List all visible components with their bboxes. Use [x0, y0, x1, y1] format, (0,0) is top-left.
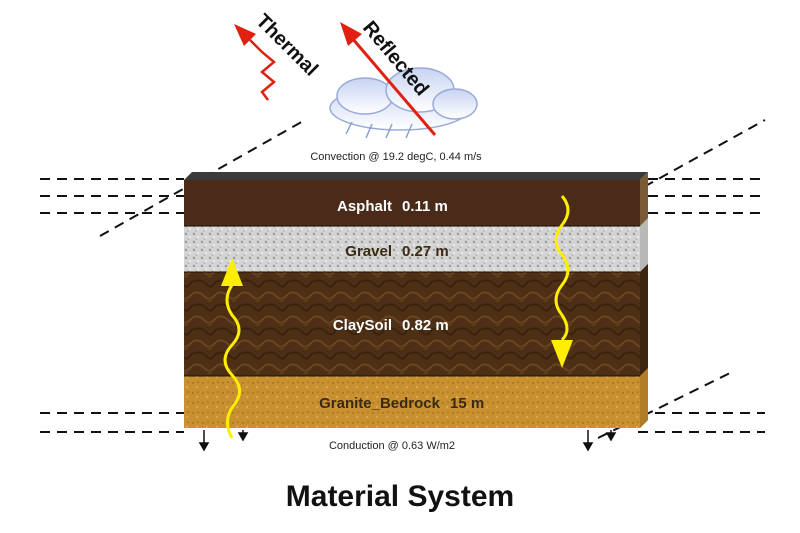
thermal-radiation-arrow	[234, 24, 276, 101]
asphalt-name: Asphalt	[337, 198, 392, 215]
granite-bedrock-name: Granite_Bedrock	[319, 395, 441, 412]
surface-top	[184, 172, 648, 180]
gravel-layer	[184, 226, 640, 272]
gravel-name: Gravel	[345, 243, 392, 260]
conduction-arrows	[198, 430, 617, 452]
downward-heat-path	[551, 195, 573, 368]
granite-bedrock-layer	[184, 376, 640, 428]
reflected-radiation-arrow	[340, 22, 437, 136]
upward-heat-path	[221, 258, 243, 439]
convection-label: Convection @ 19.2 degC, 0.44 m/s	[310, 151, 482, 163]
granite-bedrock-thickness: 15 m	[450, 395, 484, 412]
gravel-thickness: 0.27 m	[402, 243, 449, 260]
asphalt-layer	[184, 180, 640, 226]
thermal-label: Thermal	[251, 10, 322, 81]
asphalt-thickness: 0.11 m	[402, 198, 448, 215]
claysoil-name: ClaySoil	[333, 317, 392, 334]
claysoil-thickness: 0.82 m	[402, 317, 449, 334]
conduction-label: Conduction @ 0.63 W/m2	[329, 440, 455, 452]
dashed-diagonal-top-left	[99, 119, 306, 237]
cloud-icon	[329, 67, 478, 139]
diagram-caption: Material System	[285, 480, 515, 513]
